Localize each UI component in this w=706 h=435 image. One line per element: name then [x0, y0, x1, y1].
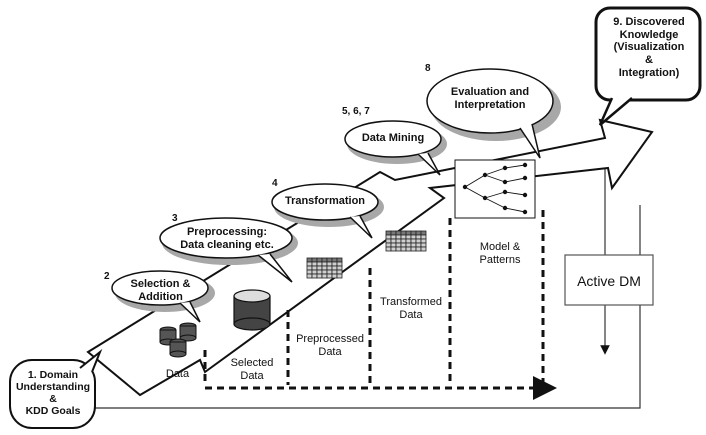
- step-label-line: &: [49, 393, 57, 406]
- step-label-line: Evaluation and: [450, 86, 530, 98]
- active-dm-label: Active DM: [577, 273, 641, 289]
- step-number-5-6-7: 5, 6, 7: [342, 106, 370, 117]
- knowledge-box: [594, 6, 702, 126]
- step-label-line: Integration): [618, 66, 680, 79]
- database-drum-icon: [233, 289, 271, 331]
- step-label-line: Interpretation: [454, 98, 526, 111]
- step-label-preprocessing: Preprocessing: Data cleaning etc.: [162, 226, 292, 251]
- label-line: Selected: [230, 357, 274, 369]
- step-label-line: Selection &: [130, 278, 191, 290]
- step-label-line: Knowledge: [619, 28, 679, 41]
- bubble-data-mining: [344, 120, 447, 176]
- domain-bubble: [9, 348, 103, 429]
- label-line: Transformed: [380, 296, 442, 308]
- bubble-preprocessing: [159, 217, 298, 283]
- step-number-4: 4: [272, 178, 278, 189]
- dashed-flow-arrows: [203, 210, 557, 400]
- main-process-arrow: [86, 118, 654, 397]
- label-line: Patterns: [479, 253, 521, 266]
- database-cylinders-icon: [159, 322, 197, 358]
- step-number-8: 8: [425, 63, 431, 74]
- step-label-line: &: [645, 53, 653, 66]
- preprocessed-data-label: Preprocessed Data: [291, 333, 369, 358]
- step-label-line: 1. Domain: [27, 369, 79, 381]
- bubble-transformation: [271, 183, 384, 239]
- step-label-data-mining: Data Mining: [348, 132, 438, 145]
- step-label-line: Addition: [138, 290, 183, 303]
- active-dm-box: [564, 254, 654, 306]
- bubble-selection: [111, 270, 215, 323]
- data-label: Data: [165, 368, 190, 380]
- label-line: Preprocessed: [296, 333, 364, 345]
- step-label-line: (Visualization: [613, 41, 685, 54]
- label-line: Data: [318, 345, 342, 358]
- step-label-line: Data cleaning etc.: [180, 238, 274, 251]
- step-number-2: 2: [104, 271, 110, 282]
- step-label-line: Data Mining: [361, 132, 425, 144]
- step-label-line: 9. Discovered: [613, 16, 685, 28]
- step-label-discovered-knowledge: 9. Discovered Knowledge (Visualization &…: [598, 16, 700, 79]
- step-number-3: 3: [172, 213, 178, 224]
- step-label-transformation: Transformation: [275, 195, 375, 208]
- step-label-domain-understanding: 1. Domain Understanding & KDD Goals: [12, 369, 94, 417]
- model-patterns-label: Model & Patterns: [470, 241, 530, 266]
- step-label-evaluation: Evaluation and Interpretation: [430, 86, 550, 111]
- step-label-line: KDD Goals: [25, 405, 81, 418]
- transformed-data-label: Transformed Data: [372, 296, 450, 321]
- step-label-line: Transformation: [284, 195, 366, 207]
- bubble-evaluation: [426, 68, 561, 159]
- step-label-line: Understanding: [15, 381, 91, 394]
- tree-model-icon: [454, 159, 536, 219]
- data-grid-icon: [306, 257, 343, 279]
- label-line: Data: [240, 369, 264, 382]
- step-label-selection: Selection & Addition: [118, 278, 203, 303]
- data-grid-icon: [385, 230, 427, 252]
- step-label-line: Preprocessing:: [186, 226, 268, 238]
- label-line: Model &: [479, 241, 521, 253]
- label-line: Data: [399, 308, 423, 321]
- selected-data-label: Selected Data: [222, 357, 282, 382]
